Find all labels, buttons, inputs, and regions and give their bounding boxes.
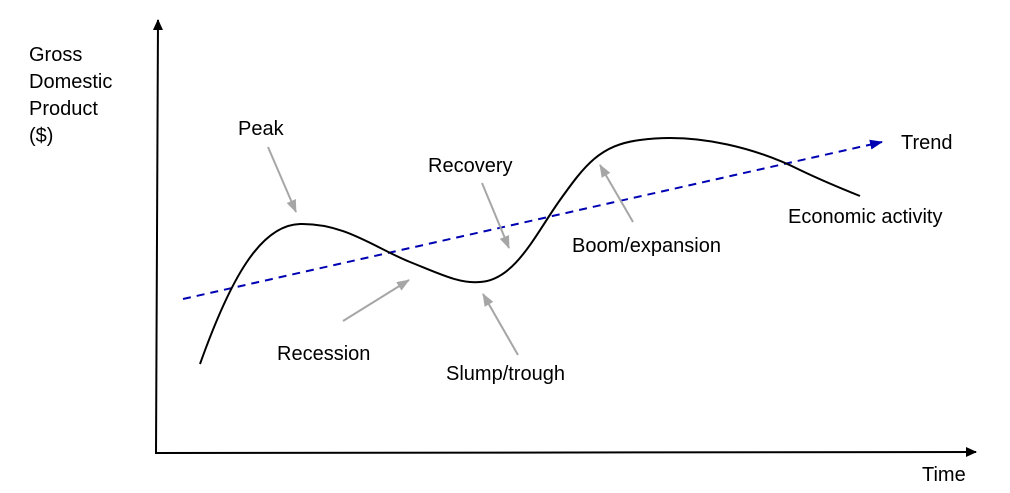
slump-label: Slump/trough: [446, 363, 565, 385]
trend-line: [182, 139, 883, 300]
peak-pointer: [267, 146, 297, 213]
y-axis-label-line-1: Gross: [29, 44, 82, 66]
recession-label: Recession: [277, 343, 370, 365]
recession-pointer: [342, 279, 410, 322]
y-axis: [152, 19, 163, 454]
recovery-label: Recovery: [428, 155, 512, 177]
x-axis-label: Time: [922, 464, 966, 486]
x-axis: [154, 447, 977, 458]
recovery-pointer: [481, 182, 510, 249]
y-axis-label-line-2: Domestic: [29, 71, 112, 93]
economic-activity-curve: [199, 137, 861, 365]
trend-label: Trend: [901, 132, 953, 154]
y-axis-label-line-4: ($): [29, 125, 53, 147]
boom-label: Boom/expansion: [572, 235, 721, 257]
y-axis-label-line-3: Product: [29, 98, 98, 120]
slump-pointer: [482, 293, 519, 356]
peak-label: Peak: [238, 118, 285, 140]
boom-pointer: [599, 164, 634, 223]
economic-activity-label: Economic activity: [788, 206, 943, 228]
